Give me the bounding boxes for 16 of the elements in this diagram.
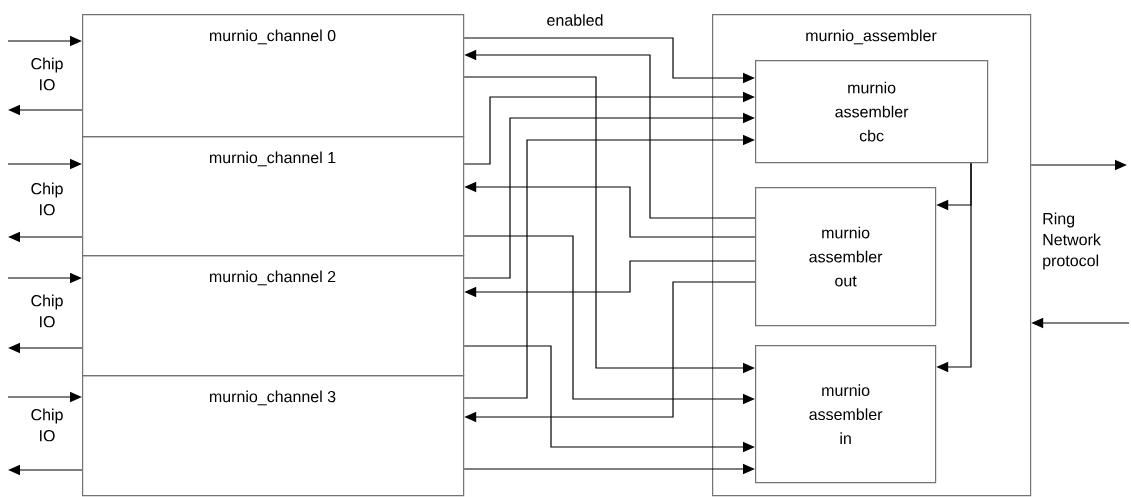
port-label: Chip IO	[31, 408, 63, 442]
port-label: Chip IO	[31, 57, 63, 91]
port-label: Chip IO	[31, 294, 63, 328]
port-label: Ring Network protocol	[1043, 212, 1101, 270]
block-box: murnio assembler cbc	[755, 60, 989, 164]
block-box: murnio assembler in	[755, 345, 937, 484]
arrow	[463, 91, 755, 165]
channel-box: murnio_channel 2	[82, 255, 465, 377]
edge-label: enabled	[545, 13, 605, 27]
block-box: murnio assembler out	[755, 187, 937, 327]
arrow	[463, 112, 755, 279]
channel-box: murnio_channel 3	[82, 375, 465, 497]
channel-box: murnio_channel 0	[82, 14, 465, 138]
channel-box: murnio_channel 1	[82, 136, 465, 257]
port-label: Chip IO	[31, 182, 63, 216]
arrow	[463, 134, 755, 399]
